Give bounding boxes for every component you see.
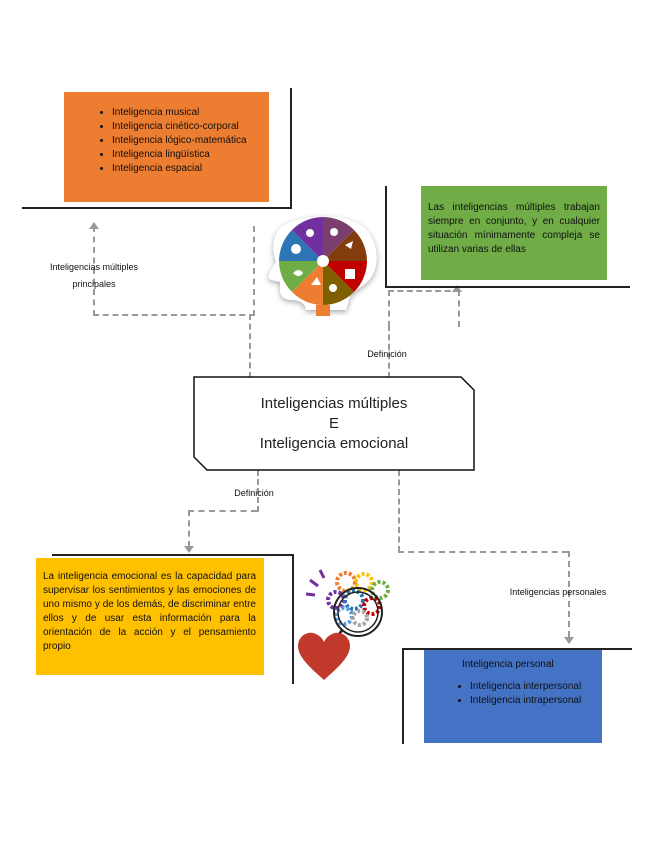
definicion-emocional-box: La inteligencia emocional es la capacida…: [36, 558, 264, 675]
connector-def-top: [388, 290, 460, 327]
central-title-line3: Inteligencia emocional: [259, 435, 409, 452]
list-item: Inteligencia lógico-matemática: [112, 134, 261, 148]
list-item: Inteligencia espacial: [112, 162, 261, 176]
central-title-line1: Inteligencias múltiples: [260, 395, 408, 412]
list-item: Inteligencia musical: [112, 106, 261, 120]
divider-line: [402, 648, 632, 650]
definicion-multiples-text: Las inteligencias múltiples trabajan sie…: [428, 202, 600, 255]
arrow-up-icon: [452, 285, 462, 292]
principales-list: Inteligencia musical Inteligencia cinéti…: [94, 106, 261, 176]
list-item: Inteligencia lingüística: [112, 148, 261, 162]
connector-def-top-down: [388, 325, 390, 378]
arrow-down-icon: [184, 546, 194, 553]
divider-line: [385, 186, 387, 287]
connector-personales-v: [398, 470, 400, 552]
heart-gears-icon: [298, 569, 390, 680]
personales-title: Inteligencia personal: [462, 659, 554, 670]
list-item: Inteligencia intrapersonal: [470, 694, 596, 708]
definicion-emocional-text: La inteligencia emocional es la capacida…: [43, 571, 256, 652]
central-box-shape: [193, 376, 475, 471]
label-personales: Inteligencias personales: [509, 587, 607, 597]
connector-principales-down: [249, 314, 251, 378]
connector-principales: [93, 226, 255, 316]
central-title-line2: E: [328, 415, 339, 432]
divider-line: [402, 648, 404, 744]
definicion-multiples-box: Las inteligencias múltiples trabajan sie…: [421, 186, 607, 280]
divider-line: [292, 554, 294, 684]
label-definicion-bottom: Definición: [234, 488, 274, 498]
label-principales-line1: Inteligencias múltiples: [49, 262, 139, 272]
divider-line: [385, 286, 630, 288]
connector-def-bottom-v: [188, 510, 190, 547]
connector-def-bottom: [188, 470, 259, 512]
arrow-up-icon: [89, 222, 99, 229]
divider-line: [22, 207, 292, 209]
divider-line: [290, 88, 292, 208]
central-title: Inteligencias múltiples E Inteligencia e…: [195, 378, 473, 470]
label-definicion-top: Definición: [367, 349, 407, 359]
connector-personales-h: [398, 551, 568, 553]
personales-list: Inteligencia interpersonal Inteligencia …: [462, 680, 596, 708]
label-principales-line2: principales: [72, 279, 116, 289]
list-item: Inteligencia cinético-corporal: [112, 120, 261, 134]
principales-box: Inteligencia musical Inteligencia cinéti…: [64, 92, 269, 202]
label-principales: Inteligencias múltiples principales: [30, 260, 158, 292]
connector-personales-v2: [568, 551, 570, 637]
connector-def-bottom-h: [188, 510, 257, 512]
arrow-down-icon: [564, 637, 574, 644]
list-item: Inteligencia interpersonal: [470, 680, 596, 694]
brain-head-icon: [268, 216, 377, 316]
personales-box: Inteligencia personal Inteligencia inter…: [424, 650, 602, 743]
divider-line: [52, 554, 292, 556]
